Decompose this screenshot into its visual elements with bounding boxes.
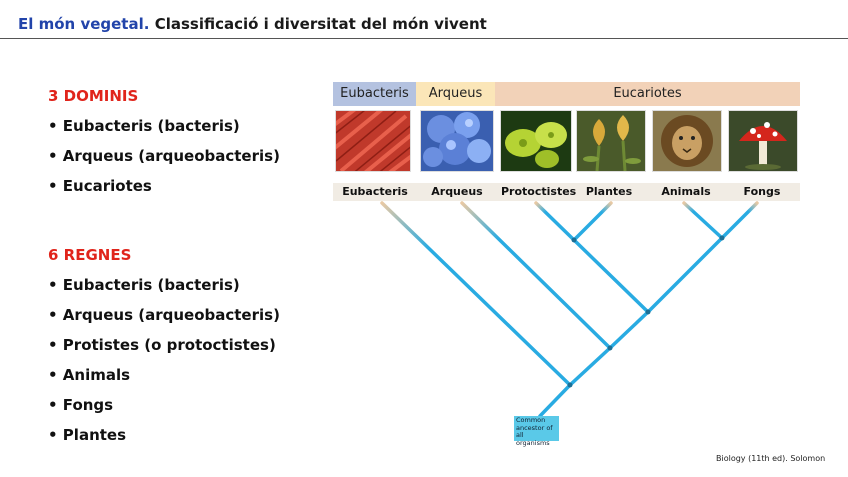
- tree-node: [608, 346, 613, 351]
- tree-node: [646, 310, 651, 315]
- branch-eukaryote-stem: [610, 312, 648, 348]
- branch-archaea-eukaryote-stem: [570, 348, 610, 385]
- common-ancestor-box: Common ancestor of all organisms: [514, 416, 559, 441]
- tree-node: [720, 236, 725, 241]
- tree-node: [568, 383, 573, 388]
- branch-protoctistes: [536, 203, 574, 240]
- branch-animal-fungi-clade: [648, 238, 722, 312]
- branch-plantes: [574, 203, 611, 240]
- tree-node: [572, 238, 577, 243]
- branch-plant-protist-clade: [574, 240, 648, 312]
- branch-eubacteris: [382, 203, 570, 385]
- branch-animals: [684, 203, 722, 238]
- branch-fongs: [722, 203, 757, 238]
- branch-root: [540, 385, 570, 416]
- source-citation: Biology (11th ed). Solomon: [716, 454, 825, 463]
